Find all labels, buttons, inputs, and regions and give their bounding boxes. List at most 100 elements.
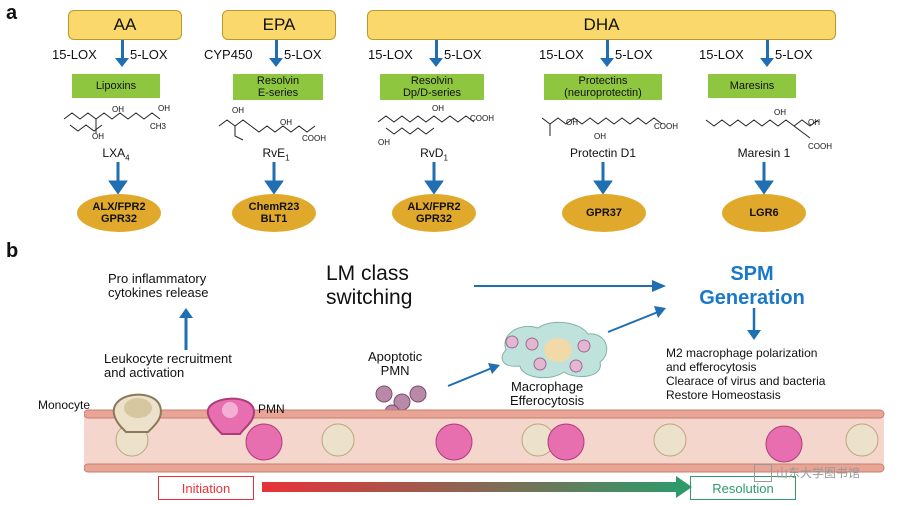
leukocyte-text: Leukocyte recruitment and activation	[104, 352, 232, 380]
down-arrow-icon	[766, 40, 769, 60]
lox-left: 15-LOX	[539, 47, 584, 62]
molecule-name: RvE	[262, 146, 286, 160]
molecule-name: RvD	[420, 146, 444, 160]
lox-left: 15-LOX	[52, 47, 97, 62]
resolution-label: Resolution	[690, 476, 796, 500]
lm-class-switching: LM class switching	[326, 262, 412, 310]
text-line: Clearace of virus and bacteria	[666, 374, 826, 388]
molecule-subscript: 1	[443, 153, 448, 163]
oh-label: OH	[774, 108, 786, 117]
timeline-bar	[262, 482, 682, 492]
class-line-2: Dp/D-series	[402, 87, 462, 99]
text-line: and efferocytosis	[666, 360, 757, 374]
vessel-wall-bottom	[84, 463, 885, 473]
cooh-label: COOH	[302, 134, 326, 143]
class-line-2: E-series	[257, 87, 299, 99]
oh-label: OH	[280, 118, 292, 127]
lox-left: 15-LOX	[368, 47, 413, 62]
text-line: cytokines release	[108, 285, 209, 300]
outcomes-text: M2 macrophage polarization and efferocyt…	[666, 346, 825, 402]
up-arrow-icon	[179, 308, 193, 350]
panel-b-label: b	[6, 240, 19, 262]
oh-label: OH	[112, 105, 124, 114]
protectin-d1-structure-icon	[541, 117, 663, 136]
text-line: Leukocyte recruitment	[104, 351, 232, 366]
monocyte-icon	[112, 393, 162, 433]
oh-label: OH	[594, 132, 606, 141]
source-epa: EPA	[222, 10, 336, 40]
pmn-icon	[206, 397, 256, 435]
watermark-text: 山东大学图书馆	[776, 466, 861, 480]
class-resolvin-e: Resolvin E-series	[233, 74, 323, 100]
receptor-line-1: ALX/FPR2	[407, 201, 461, 213]
text-line: Generation	[699, 287, 805, 309]
molecule-lxa4: LXA4	[86, 146, 146, 162]
lox-left: CYP450	[204, 47, 253, 62]
arrowhead-icon	[108, 180, 128, 195]
molecule-subscript: 4	[125, 153, 130, 163]
arrowhead-icon	[600, 58, 614, 67]
text-line: Macrophage	[510, 379, 584, 394]
receptor-line-1: LGR6	[749, 207, 779, 219]
cooh-label: COOH	[654, 122, 678, 131]
text-line: switching	[326, 286, 413, 309]
text-line: Efferocytosis	[510, 393, 585, 408]
receptor-line-1: GPR37	[585, 207, 623, 219]
macrophage-icon	[501, 321, 608, 379]
lox-right: 5-LOX	[130, 47, 168, 62]
right-arrow-icon	[474, 280, 666, 292]
class-line-1: Maresins	[729, 80, 775, 92]
maresin-1-structure-icon	[705, 119, 819, 139]
oh-label: OH	[232, 106, 244, 115]
diagonal-arrow-icon	[607, 306, 666, 333]
arrowhead-icon	[264, 180, 284, 195]
cooh-label: COOH	[808, 142, 832, 151]
text-line: LM class	[326, 262, 409, 285]
lox-right: 5-LOX	[444, 47, 482, 62]
oh-label: OH	[92, 132, 104, 141]
text-line: M2 macrophage polarization	[666, 346, 818, 360]
molecule-maresin-1: Maresin 1	[737, 146, 791, 160]
molecule-rvd1: RvD1	[404, 146, 464, 162]
receptor-line-2: GPR32	[415, 213, 453, 225]
down-arrow-icon	[606, 40, 609, 60]
arrowhead-icon	[754, 180, 774, 195]
source-aa: AA	[68, 10, 182, 40]
text-line: Pro inflammatory	[108, 271, 207, 286]
source-dha: DHA	[367, 10, 836, 40]
diagonal-arrow-icon	[447, 363, 500, 387]
watermark-logo-icon	[754, 464, 772, 482]
oh-label: OH	[808, 118, 820, 127]
molecule-subscript: 1	[285, 153, 290, 163]
down-arrow-icon	[747, 308, 761, 340]
class-resolvin-d: Resolvin Dp/D-series	[380, 74, 484, 100]
receptor-gpr37: GPR37	[562, 194, 646, 232]
oh-label: OH	[566, 118, 578, 127]
class-protectins: Protectins (neuroprotectin)	[544, 74, 662, 100]
pmn-label: PMN	[258, 402, 285, 416]
oh-label: OH	[378, 138, 390, 147]
class-lipoxins: Lipoxins	[72, 74, 160, 98]
receptor-line-1: ALX/FPR2	[92, 201, 146, 213]
lxa4-structure-icon	[63, 112, 161, 133]
arrowhead-icon	[676, 476, 692, 498]
pro-inflammatory-text: Pro inflammatory cytokines release	[108, 272, 208, 300]
class-line-1: Protectins	[578, 75, 628, 87]
receptor-line-2: BLT1	[260, 213, 288, 225]
arrowhead-icon	[429, 58, 443, 67]
class-maresins: Maresins	[708, 74, 796, 98]
oh-label: OH	[158, 104, 170, 113]
molecule-protectin-d1: Protectin D1	[569, 146, 637, 160]
ch3-label: CH3	[150, 122, 167, 131]
down-arrow-icon	[275, 40, 278, 60]
vessel-wall-top	[84, 409, 885, 419]
class-line-1: Resolvin	[256, 75, 300, 87]
receptor-line-2: GPR32	[100, 213, 138, 225]
rvd1-structure-icon	[377, 115, 475, 135]
oh-label: OH	[432, 104, 444, 113]
arrowhead-icon	[760, 58, 774, 67]
monocyte-label: Monocyte	[38, 398, 91, 412]
